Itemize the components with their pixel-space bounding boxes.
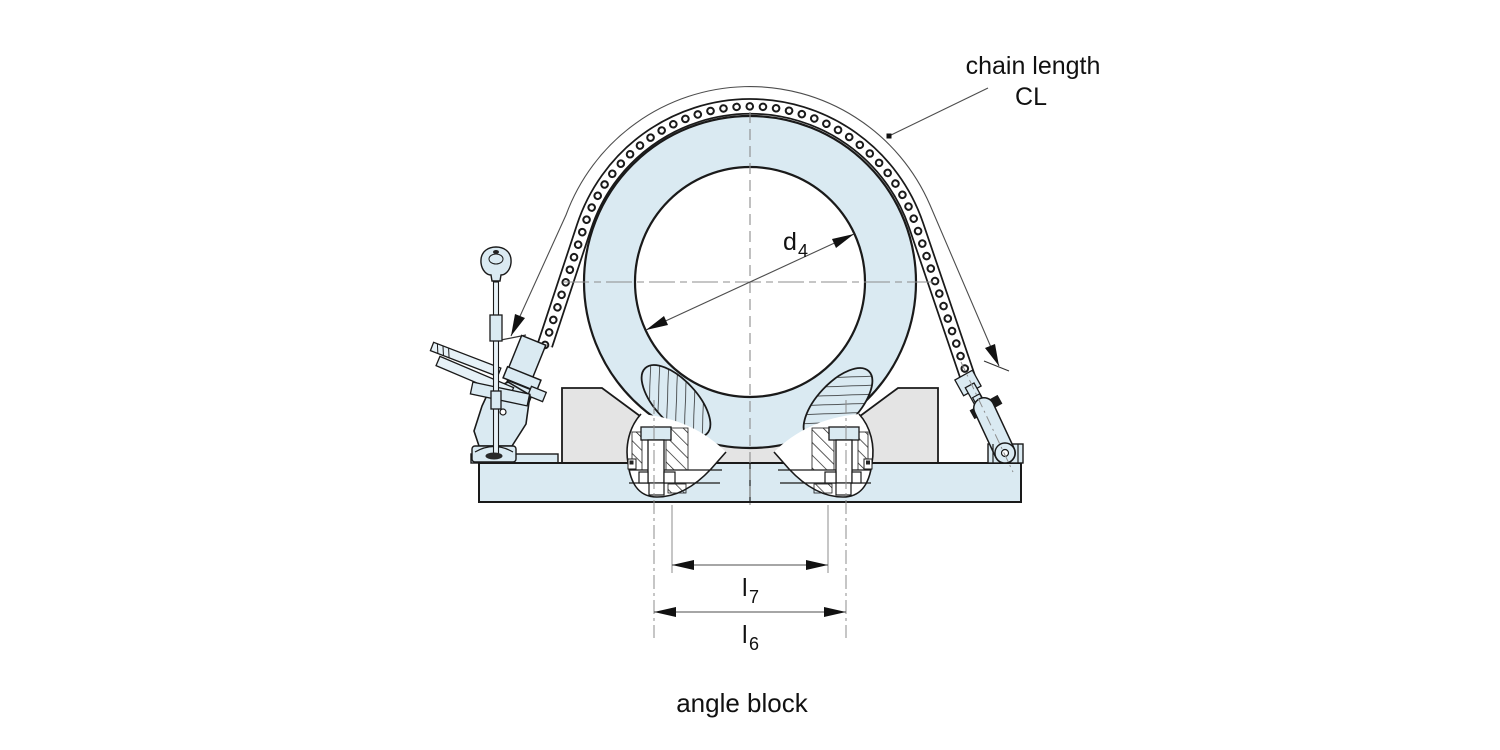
d4-label-subscript: 4 <box>798 241 808 261</box>
dimension-d4 <box>645 233 855 331</box>
t-nut-flange <box>663 471 676 484</box>
t-bolt-right <box>824 426 862 496</box>
bolt-head <box>828 426 860 441</box>
t-bolt-left <box>638 426 676 496</box>
roller-hatch <box>803 368 873 440</box>
angle-block-left-edge <box>561 387 653 463</box>
t-nut-flange <box>851 471 862 484</box>
caption-angle-block: angle block <box>676 688 809 718</box>
ratchet-lever-upper <box>429 341 502 378</box>
t-nut-flange <box>638 471 649 484</box>
d4-arrow-upper <box>832 234 854 248</box>
chain-length-arrow-right <box>985 344 999 366</box>
l6-arrow-right <box>824 607 846 617</box>
bolt-tip <box>835 482 852 496</box>
chain-length-tick-right <box>983 360 1010 372</box>
clamping-roller-left <box>640 364 712 438</box>
chain-rollers-hole <box>542 104 971 381</box>
d4-label-symbol: d <box>783 228 797 256</box>
chain-length-curve <box>510 85 1000 367</box>
bolt-shaft <box>647 439 665 484</box>
tensioner-side-tab <box>526 385 548 403</box>
l7-arrow-left <box>672 560 694 570</box>
housing-key-tab-mark <box>629 460 634 465</box>
housing-outline <box>626 413 727 498</box>
right-chain-anchor <box>954 361 1024 473</box>
l6-label-subscript: 6 <box>749 634 759 654</box>
l7-label-symbol: l <box>742 574 748 602</box>
housing-hatch-strip <box>813 483 833 494</box>
roller-hatch <box>641 365 711 437</box>
l6-arrow-left <box>654 607 676 617</box>
chain-length-arrow-left <box>511 314 525 336</box>
chain-length-dimension <box>500 85 1010 372</box>
housing-hatch-strip <box>667 483 687 494</box>
dimension-l7 <box>671 505 829 573</box>
t-nut-flange <box>824 471 837 484</box>
d4-line <box>645 233 855 331</box>
housing-outline <box>773 413 874 498</box>
left-chain-tensioner <box>429 246 548 463</box>
l7-arrow-right <box>806 560 828 570</box>
foot-slot <box>485 452 503 460</box>
bolt-tip <box>648 482 665 496</box>
lever-grip-stripe <box>442 345 444 356</box>
chain-length-label-line1: chain length <box>966 52 1101 80</box>
lever-grip-stripe <box>448 347 450 358</box>
l7-label-subscript: 7 <box>749 587 759 607</box>
chain-length-label-line2: CL <box>1015 83 1047 111</box>
d4-arrow-lower <box>646 316 668 330</box>
spindle-rod <box>492 281 500 455</box>
anchor-centerline <box>960 361 1014 473</box>
angle-block-right-edge <box>847 387 939 463</box>
chain-length-leader <box>888 87 989 137</box>
pawl-pin <box>499 408 507 416</box>
chain-length-leader-dot <box>886 133 892 139</box>
bolt-shaft <box>835 439 853 484</box>
anchor-pivot-hole <box>1000 448 1010 458</box>
bolt-head <box>640 426 672 441</box>
housing-key-tab-mark <box>866 460 870 465</box>
spindle-sleeve-lower <box>490 390 502 410</box>
dimension-l6 <box>654 607 846 617</box>
roller-chain <box>537 98 976 383</box>
l6-label-symbol: l <box>742 621 748 649</box>
lever-grip-stripe <box>436 343 439 354</box>
knob-slot <box>493 250 499 254</box>
spindle-sleeve-upper <box>489 314 503 342</box>
labels: chain length CL d 4 l 7 l 6 angle block <box>676 52 1100 718</box>
